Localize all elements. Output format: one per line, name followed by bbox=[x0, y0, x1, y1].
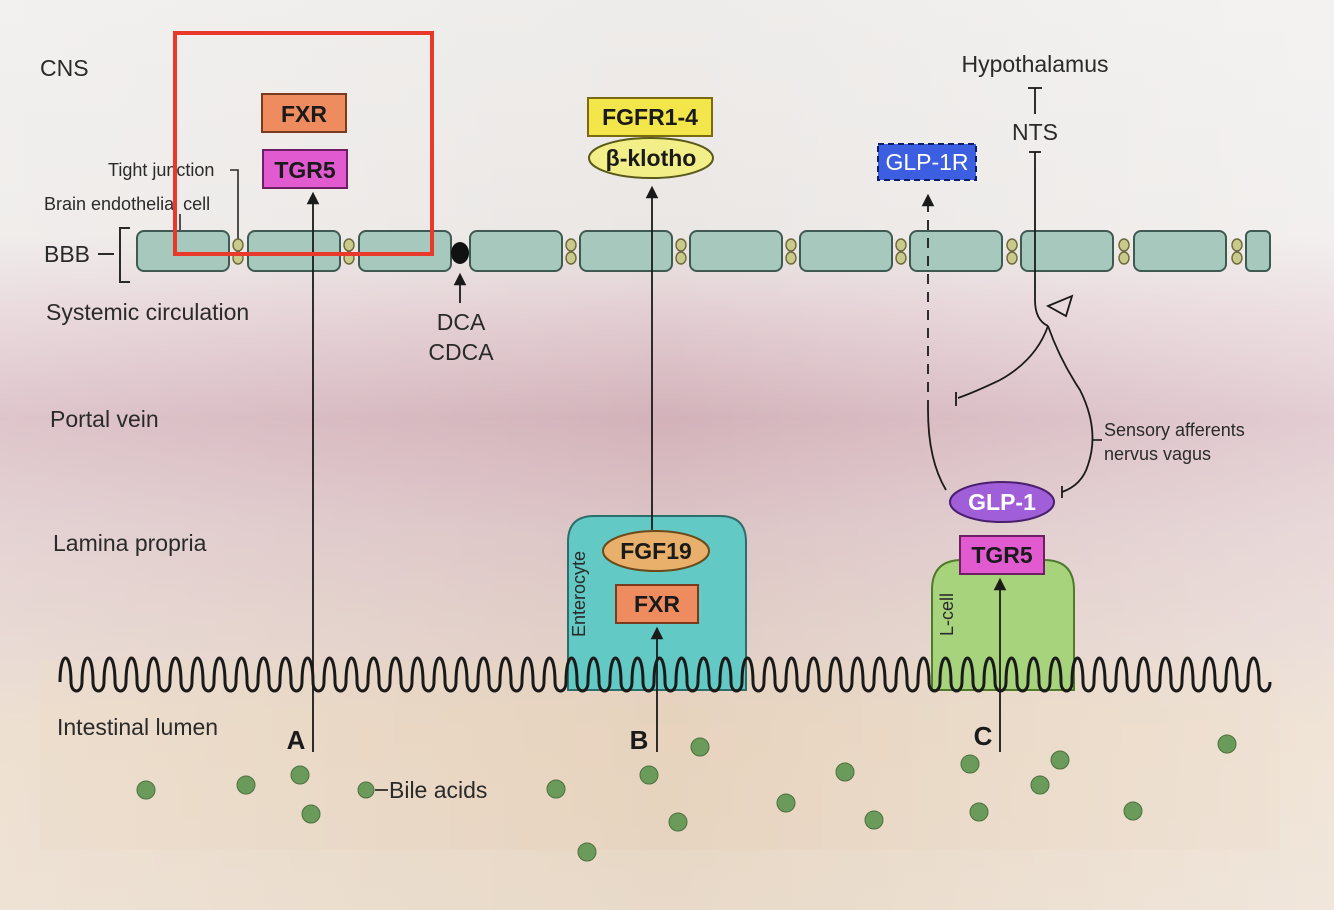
tgr5-lcell-box bbox=[959, 535, 1045, 575]
endothelial-cell bbox=[909, 230, 1003, 272]
region-label-bbb: BBB bbox=[44, 241, 90, 267]
region-label-portal: Portal vein bbox=[50, 406, 159, 432]
vagal-afferent-fibers bbox=[957, 299, 1094, 493]
klotho-label: β-klotho bbox=[606, 145, 697, 171]
bile-acid-dot bbox=[577, 842, 597, 862]
glp1-ellipse bbox=[949, 481, 1055, 523]
bile-acid-dot bbox=[1050, 750, 1070, 770]
bile-acid-dot bbox=[1217, 734, 1237, 754]
enterocyte-label: Enterocyte bbox=[569, 551, 589, 637]
panel-label-c: C bbox=[974, 721, 993, 751]
bile-acid-dot bbox=[668, 812, 688, 832]
fxr-cns-box bbox=[261, 93, 347, 133]
bile-acid-dot bbox=[236, 775, 256, 795]
bile-acid-dot bbox=[690, 737, 710, 757]
bile-acid-dot bbox=[639, 765, 659, 785]
fxr-enterocyte-box bbox=[615, 584, 699, 624]
glp1r-box bbox=[877, 143, 977, 181]
tgr5-lcell-label: TGR5 bbox=[971, 542, 1033, 568]
bile-acid-dot bbox=[136, 780, 156, 800]
tight-junction bbox=[565, 251, 577, 265]
region-label-lumen: Intestinal lumen bbox=[57, 714, 218, 740]
tight-junction bbox=[785, 238, 797, 252]
tight-junctions bbox=[232, 238, 1243, 265]
panel-label-b: B bbox=[630, 725, 649, 755]
tight-junction bbox=[1006, 251, 1018, 265]
fgf19-label: FGF19 bbox=[620, 538, 692, 564]
endothelial-cell bbox=[799, 230, 893, 272]
tight-junction bbox=[895, 251, 907, 265]
fgf19-ellipse bbox=[602, 530, 710, 572]
panel-label-a: A bbox=[287, 725, 306, 755]
tight-junction bbox=[785, 251, 797, 265]
label-bile-acids: Bile acids bbox=[389, 777, 487, 803]
endothelial-cell bbox=[247, 230, 341, 272]
bbb-bracket bbox=[98, 227, 130, 283]
tgr5-cns-box bbox=[262, 149, 348, 189]
endothelial-cell bbox=[469, 230, 563, 272]
bile-acid-dot bbox=[290, 765, 310, 785]
bile-acid-dot bbox=[864, 810, 884, 830]
endothelial-cell bbox=[1020, 230, 1114, 272]
glp1-to-glp1r-dashed-arrow bbox=[927, 409, 947, 491]
synapse-triangle bbox=[1045, 294, 1074, 318]
tight-junction bbox=[895, 238, 907, 252]
endothelial-cell bbox=[1133, 230, 1227, 272]
label-dca: DCA bbox=[437, 309, 486, 335]
tight-junction bbox=[343, 238, 355, 252]
endothelial-cell bbox=[136, 230, 230, 272]
bile-acid-particles bbox=[136, 734, 1237, 862]
label-nts: NTS bbox=[1012, 119, 1058, 145]
fgfr-box bbox=[587, 97, 713, 137]
tight-junction bbox=[675, 251, 687, 265]
region-label-lamina: Lamina propria bbox=[53, 530, 207, 556]
tight-junction bbox=[232, 238, 244, 252]
tight-junction bbox=[565, 238, 577, 252]
fxr-enterocyte-label: FXR bbox=[634, 591, 680, 617]
bile-acid-dot bbox=[357, 781, 375, 799]
label-cdca: CDCA bbox=[428, 339, 494, 365]
tight-junction bbox=[1006, 238, 1018, 252]
bile-acid-dot bbox=[546, 779, 566, 799]
leader-tight-junction bbox=[230, 169, 239, 242]
highlight-box bbox=[173, 31, 434, 256]
bile-acid-dot bbox=[835, 762, 855, 782]
bile-acid-dot bbox=[969, 802, 989, 822]
tight-junction bbox=[1118, 238, 1130, 252]
tight-junction bbox=[1231, 238, 1243, 252]
tight-junction bbox=[675, 238, 687, 252]
bile-acid-dot bbox=[776, 793, 796, 813]
disrupted-tight-junction bbox=[451, 242, 469, 264]
endothelial-cell bbox=[689, 230, 783, 272]
glp1r-label: GLP-1R bbox=[885, 149, 968, 175]
bile-acid-dot bbox=[1123, 801, 1143, 821]
endothelial-cell-partial bbox=[1245, 230, 1271, 272]
glp1-label: GLP-1 bbox=[968, 489, 1036, 515]
region-label-systemic: Systemic circulation bbox=[46, 299, 249, 325]
fxr-cns-label: FXR bbox=[281, 101, 327, 127]
klotho-ellipse bbox=[588, 137, 714, 179]
fgfr-label: FGFR1-4 bbox=[602, 104, 698, 130]
intestinal-villi bbox=[58, 656, 1272, 693]
endothelial-cell-row bbox=[136, 230, 1271, 272]
tight-junction bbox=[1118, 251, 1130, 265]
label-sensory-line2: nervus vagus bbox=[1104, 444, 1211, 464]
region-label-cns: CNS bbox=[40, 55, 89, 81]
endothelial-cell bbox=[579, 230, 673, 272]
tgr5-cns-label: TGR5 bbox=[274, 157, 336, 183]
endothelial-cell bbox=[358, 230, 452, 272]
label-brain-endothelial: Brain endothelial cell bbox=[44, 194, 210, 214]
bile-acid-dot bbox=[301, 804, 321, 824]
bile-acid-dot bbox=[960, 754, 980, 774]
l-cell-label: L-cell bbox=[937, 593, 957, 636]
label-tight-junction: Tight junction bbox=[108, 160, 214, 180]
tight-junction bbox=[1231, 251, 1243, 265]
label-hypothalamus: Hypothalamus bbox=[961, 51, 1108, 77]
bile-acid-dot bbox=[1030, 775, 1050, 795]
label-sensory-line1: Sensory afferents bbox=[1104, 420, 1245, 440]
